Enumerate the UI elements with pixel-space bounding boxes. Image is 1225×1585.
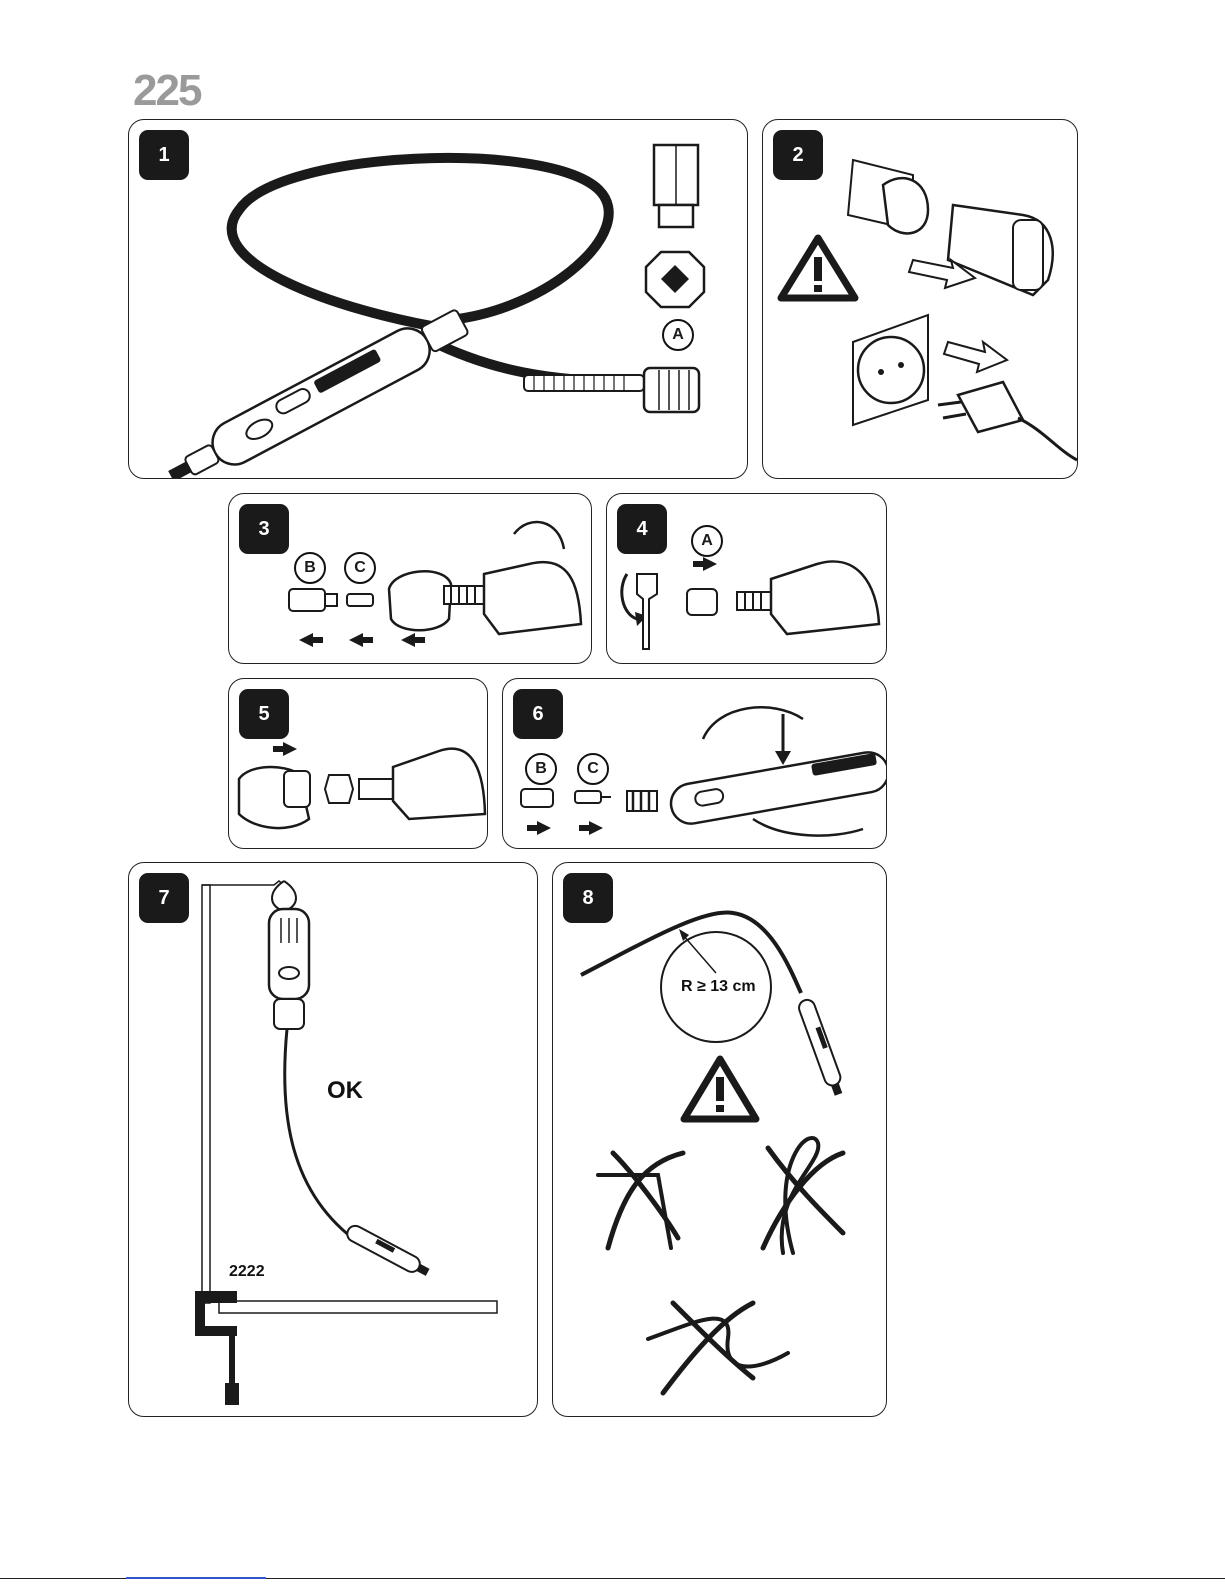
bend-radius-illustration	[553, 863, 886, 1416]
footer-link-underline[interactable]	[126, 1577, 266, 1579]
step-number-badge: 4	[617, 504, 667, 554]
step-3-panel: 3 B C	[228, 493, 592, 664]
step-number-badge: 2	[773, 130, 823, 180]
part-label-c: C	[577, 753, 609, 785]
arrow-icon	[273, 742, 297, 756]
step-4-panel: 4 A	[606, 493, 887, 664]
crossed-out-icon	[763, 1138, 843, 1253]
step-2-panel: 2	[762, 119, 1078, 479]
hanging-stand-illustration	[129, 863, 537, 1416]
arrow-icon	[693, 557, 717, 571]
warning-triangle-icon	[781, 238, 855, 298]
model-number: 225	[133, 66, 200, 116]
part-label-a: A	[691, 525, 723, 557]
part-label-c: C	[344, 552, 376, 584]
step-number-badge: 7	[139, 873, 189, 923]
ok-label: OK	[327, 1077, 363, 1105]
crossed-out-icon	[598, 1153, 683, 1248]
step-number-badge: 1	[139, 130, 189, 180]
crossed-out-icon	[648, 1303, 788, 1393]
warning-triangle-icon	[684, 1059, 756, 1119]
model-code-label: 2222	[229, 1263, 265, 1281]
part-label-b: B	[525, 753, 557, 785]
step-6-panel: 6 B C	[502, 678, 887, 849]
step-number-badge: 8	[563, 873, 613, 923]
part-label-b: B	[294, 552, 326, 584]
step-7-panel: 7 OK 2222	[128, 862, 538, 1417]
step-number-badge: 3	[239, 504, 289, 554]
step-number-badge: 5	[239, 689, 289, 739]
step-5-panel: 5	[228, 678, 488, 849]
arrow-icon	[299, 633, 425, 647]
step-1-panel: 1 A	[128, 119, 748, 479]
step-8-panel: 8 R ≥ 13 cm	[552, 862, 887, 1417]
part-label-a: A	[662, 319, 694, 351]
bend-radius-label: R ≥ 13 cm	[681, 978, 756, 996]
arrow-icon	[527, 821, 603, 835]
flexible-shaft-illustration	[129, 120, 747, 478]
step-number-badge: 6	[513, 689, 563, 739]
